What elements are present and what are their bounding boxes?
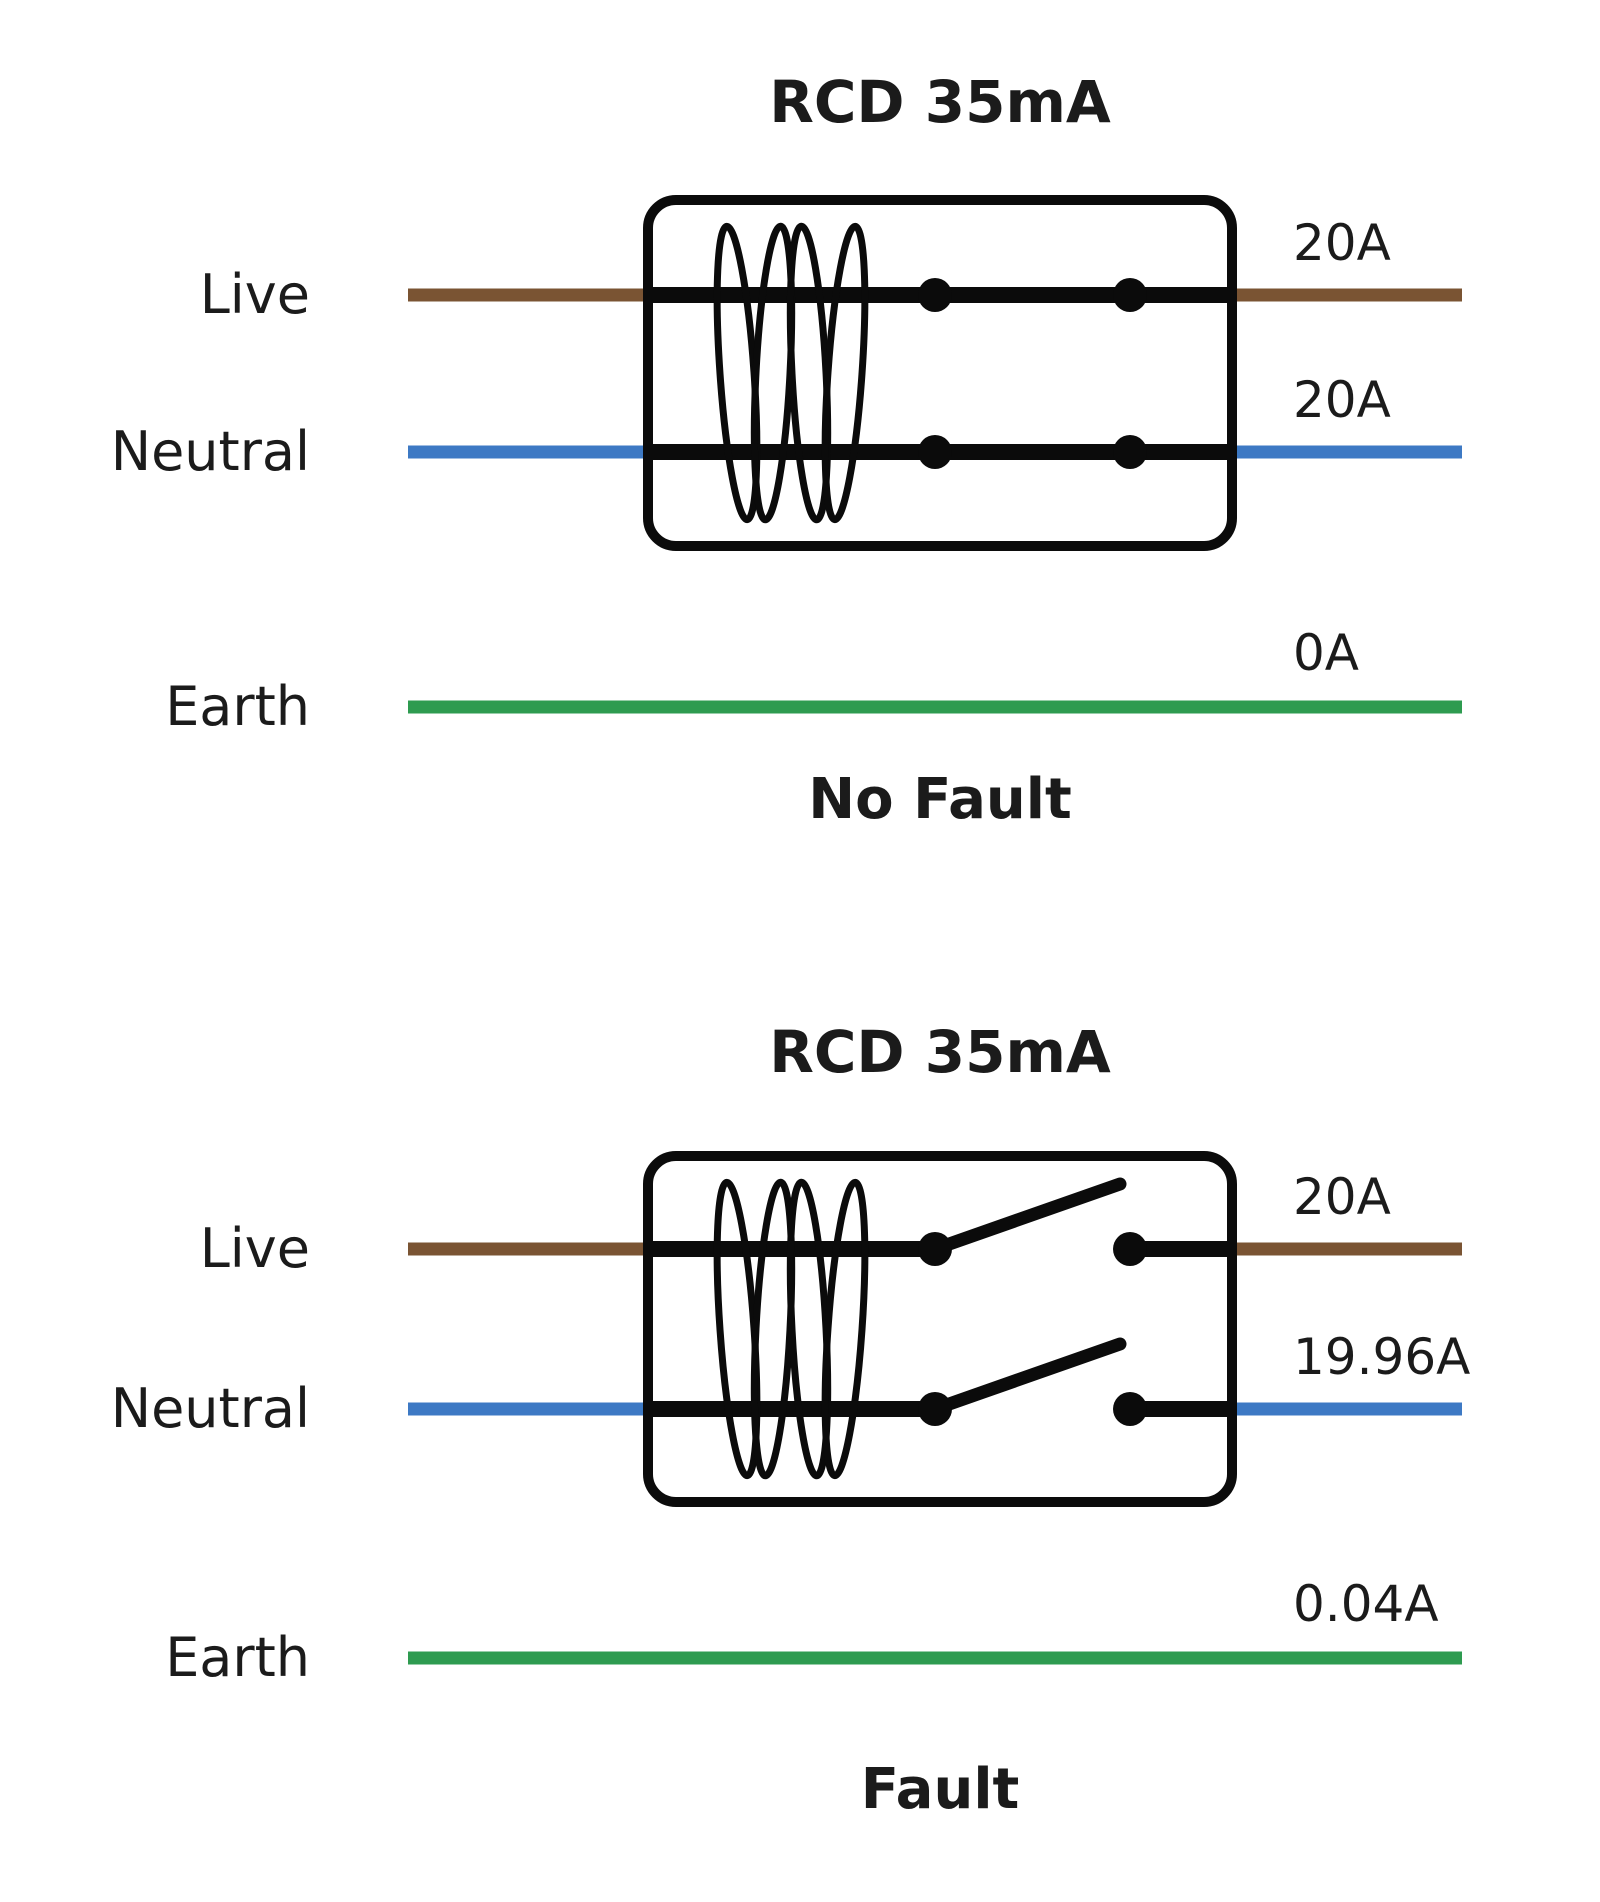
current-label-neutral: 20A: [1293, 371, 1391, 429]
contact-dot: [1113, 278, 1147, 312]
diagram-title: RCD 35mA: [769, 1018, 1111, 1086]
current-label-live: 20A: [1293, 1168, 1391, 1226]
induction-coil-icon: [713, 222, 869, 524]
diagram-no-fault: RCD 35mA Live Neutral Earth 20A 20: [111, 68, 1462, 832]
induction-coil-icon: [713, 1178, 869, 1480]
diagram-caption: Fault: [861, 1757, 1020, 1822]
diagram-title: RCD 35mA: [769, 68, 1111, 136]
wire-label-earth: Earth: [165, 1626, 310, 1689]
contact-dot: [918, 1232, 952, 1266]
open-switch-blade-neutral: [928, 1337, 1127, 1416]
contact-dot: [918, 435, 952, 469]
current-label-neutral: 19.96A: [1293, 1328, 1470, 1386]
contact-dot: [1113, 435, 1147, 469]
diagram-caption: No Fault: [808, 767, 1071, 832]
rcd-box: [643, 195, 1237, 551]
contact-dot: [918, 1392, 952, 1426]
wire-label-live: Live: [200, 1217, 310, 1280]
wire-label-live: Live: [200, 263, 310, 326]
rcd-box: [643, 1151, 1237, 1507]
contact-dot: [918, 278, 952, 312]
contact-dot: [1113, 1232, 1147, 1266]
contact-dot: [1113, 1392, 1147, 1426]
open-switch-blade-live: [928, 1177, 1127, 1256]
coil-loop: [821, 1178, 869, 1480]
current-label-earth: 0A: [1293, 624, 1359, 682]
wire-label-neutral: Neutral: [111, 1377, 310, 1440]
wire-label-earth: Earth: [165, 675, 310, 738]
diagram-fault: RCD 35mA Live Neutral Earth: [111, 1018, 1471, 1822]
current-label-live: 20A: [1293, 214, 1391, 272]
current-label-earth: 0.04A: [1293, 1575, 1439, 1633]
wire-label-neutral: Neutral: [111, 420, 310, 483]
coil-loop: [821, 222, 869, 524]
